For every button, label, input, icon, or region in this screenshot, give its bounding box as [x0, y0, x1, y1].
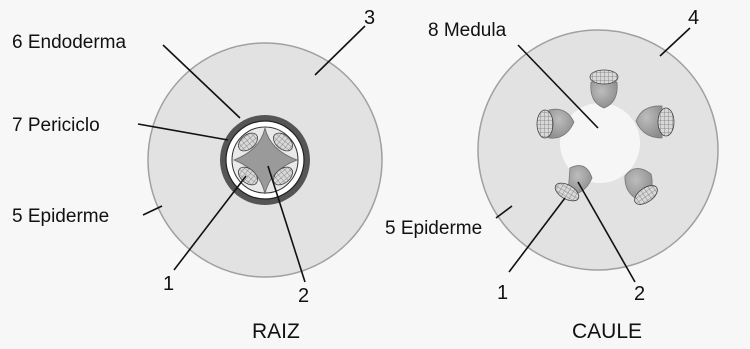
stem-cross-section: 8 Medula 4 5 Epiderme 1 2 CAULE — [385, 7, 718, 343]
label-root-cortex-num: 3 — [364, 7, 375, 29]
label-stem-epidermis: 5 Epiderme — [385, 218, 482, 239]
label-medulla: 8 Medula — [428, 20, 507, 41]
caption-root: RAIZ — [252, 320, 300, 343]
stem-leader-cortex — [660, 28, 690, 56]
label-stem-xylem-num: 1 — [497, 282, 508, 304]
label-root-epidermis: 5 Epiderme — [12, 206, 109, 227]
label-root-phloem-num: 2 — [298, 285, 309, 307]
root-leader-cortex — [315, 26, 365, 75]
label-stem-phloem-num: 2 — [634, 283, 645, 305]
caption-stem: CAULE — [572, 320, 642, 343]
label-pericycle: 7 Periciclo — [12, 115, 100, 136]
label-endoderm: 6 Endoderma — [12, 32, 127, 53]
label-stem-cortex-num: 4 — [688, 7, 699, 29]
root-cross-section: 6 Endoderma 7 Periciclo 5 Epiderme 3 1 2… — [12, 7, 382, 343]
label-root-xylem-num: 1 — [163, 273, 174, 295]
